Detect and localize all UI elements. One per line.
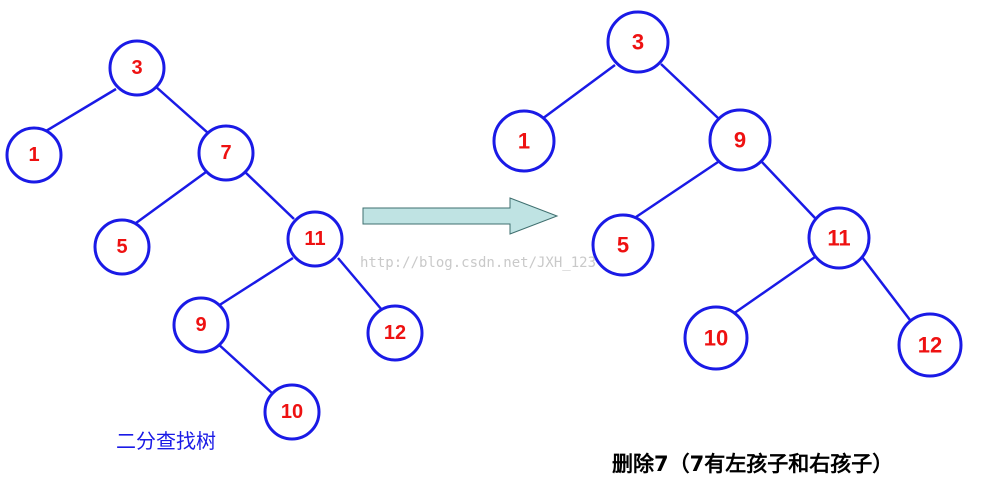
right-node-12-label: 12 (918, 333, 942, 358)
left-edge-7-5 (135, 170, 207, 225)
right-node-11: 11 (807, 206, 871, 270)
right-node-5: 5 (591, 213, 655, 277)
right-tree-edges (541, 63, 911, 321)
right-node-12: 12 (897, 312, 963, 378)
right-node-9: 9 (708, 108, 772, 172)
left-edge-3-1 (45, 87, 117, 133)
left-node-11-label: 11 (304, 228, 325, 250)
left-node-7-label: 7 (220, 142, 231, 164)
left-node-10: 10 (263, 383, 321, 441)
left-node-1-label: 1 (28, 144, 39, 166)
right-node-3-label: 3 (632, 30, 644, 55)
left-node-7: 7 (197, 124, 255, 182)
right-edge-3-1 (541, 63, 616, 121)
right-node-10-label: 10 (704, 326, 728, 351)
right-edge-3-9 (660, 63, 719, 119)
right-node-1: 1 (492, 109, 556, 173)
left-edge-3-7 (154, 85, 209, 134)
left-edge-11-9 (217, 256, 294, 308)
right-node-1-label: 1 (518, 129, 530, 154)
left-edge-11-12 (337, 257, 383, 311)
right-tree-caption: 删除7（7有左孩子和右孩子） (612, 452, 894, 476)
right-edge-9-5 (635, 160, 719, 219)
transform-arrow (362, 197, 559, 235)
left-node-5-label: 5 (116, 236, 127, 258)
left-node-12: 12 (366, 304, 424, 362)
watermark: http://blog.csdn.net/JXH_123 (360, 255, 597, 271)
left-node-3: 3 (108, 39, 166, 97)
right-node-11-label: 11 (827, 226, 850, 251)
right-node-3: 3 (606, 10, 670, 74)
left-tree-edges (45, 85, 383, 394)
left-node-3-label: 3 (131, 57, 142, 79)
right-edge-11-12 (861, 256, 911, 321)
left-node-5: 5 (93, 218, 151, 276)
right-node-10: 10 (683, 305, 749, 371)
left-node-1: 1 (5, 126, 63, 184)
left-node-11: 11 (286, 210, 344, 268)
right-node-5-label: 5 (617, 233, 629, 258)
right-node-9-label: 9 (734, 128, 746, 153)
left-node-9: 9 (172, 296, 230, 354)
right-edge-11-10 (732, 255, 816, 316)
left-node-9-label: 9 (195, 314, 206, 336)
left-edge-7-11 (244, 171, 295, 220)
left-tree-caption: 二分查找树 (116, 429, 216, 453)
right-edge-9-11 (760, 160, 816, 219)
left-node-12-label: 12 (384, 322, 406, 344)
left-edge-9-10 (216, 342, 273, 394)
left-node-10-label: 10 (281, 401, 303, 423)
